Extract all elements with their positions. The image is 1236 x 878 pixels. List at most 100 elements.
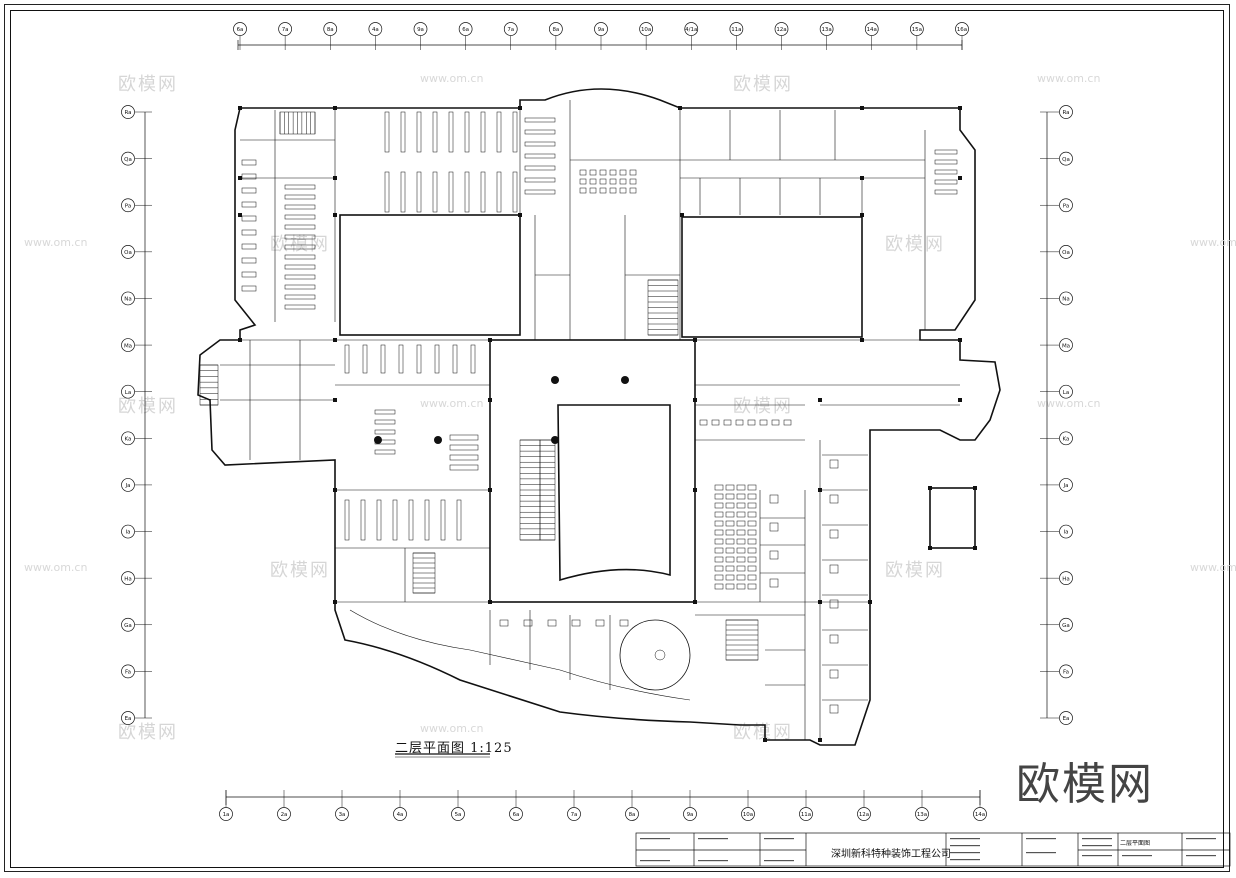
grid-bubble-label: 11a (801, 812, 811, 818)
grid-bubble-label: Qa (124, 157, 132, 163)
watermark-logo: 欧模网 (1016, 759, 1154, 810)
grid-bubble (413, 22, 428, 36)
grid-bubble-label: 8a (327, 27, 334, 33)
grid-bubble (594, 22, 608, 36)
grid-bubble-label: Fa (1063, 670, 1069, 676)
round-courtyard (619, 619, 691, 691)
grid-bubble (915, 807, 929, 821)
grid-bubble (121, 151, 135, 166)
grid-bubble (503, 22, 518, 36)
grid-bubble (121, 105, 135, 119)
grid-bubble (1059, 151, 1073, 166)
grid-bubble (1059, 571, 1073, 586)
grid-bubble (368, 22, 383, 36)
grid-bubble (1059, 617, 1073, 632)
grid-bubble (1059, 711, 1073, 725)
grid-bubble-label: Ia (126, 530, 131, 536)
grid-bubble-label: 13a (917, 812, 927, 818)
watermark-url: www.om.cn (24, 236, 88, 249)
watermark-url: www.om.cn (1190, 236, 1236, 249)
grid-bubble (955, 22, 969, 36)
grid-bubble-label: 16a (957, 27, 967, 33)
watermark-url: www.om.cn (420, 397, 484, 410)
watermark-text: 欧模网 (118, 722, 178, 743)
grid-bubble (864, 22, 879, 36)
grid-bubble (509, 807, 523, 821)
grid-bubble-label: 8a (629, 812, 636, 818)
grid-bubble (741, 807, 755, 821)
grid-bubble-label: 15a (912, 27, 922, 33)
grid-bubble (233, 22, 247, 36)
grid-bubble (910, 22, 924, 36)
grid-bubble-label: Ga (1062, 623, 1070, 629)
grid-bubble-label: Ha (124, 576, 132, 582)
grid-bubble-label: Ja (125, 483, 131, 489)
grid-bubble (1059, 338, 1073, 352)
grid-bubble (121, 571, 135, 586)
title-block-small-text (640, 838, 1216, 862)
grid-bubble (335, 807, 349, 821)
grid-bubble (121, 664, 135, 679)
grid-bubble (393, 807, 407, 821)
watermark-url: www.om.cn (24, 561, 88, 574)
grid-bubble (121, 524, 135, 539)
stair-hatching (199, 111, 759, 661)
interior-partitions (220, 100, 960, 740)
grid-bubble (121, 478, 135, 492)
grid-bubble-label: Ea (125, 716, 132, 722)
grid-bubble-label: Na (1062, 297, 1070, 303)
watermark-text: 欧模网 (885, 234, 945, 255)
grid-bubble (278, 22, 292, 36)
grid-bubble-label: 8a (552, 27, 559, 33)
sheet-inner-frame (10, 10, 1224, 868)
grid-bubble (277, 807, 291, 821)
grid-bubble (121, 244, 135, 259)
watermark-url: www.om.cn (420, 722, 484, 735)
watermark-text: 欧模网 (733, 722, 793, 743)
grid-bubble-label: 3a (339, 812, 346, 818)
watermark-text: 欧模网 (118, 396, 178, 417)
grid-bubble-label: 6a (462, 27, 469, 33)
grid-bubble-label: 1a (223, 812, 230, 818)
grid-bubble (323, 22, 338, 36)
grid-bubble-label: La (125, 390, 131, 396)
sheet-tag: 二层平面图 (1120, 840, 1151, 847)
grid-bubble-label: 11a (731, 27, 741, 33)
grid-bubble (121, 711, 135, 725)
grid-bubble-label: Oa (1062, 250, 1070, 256)
grid-bubble-label: 14a (975, 812, 985, 818)
grid-bubble (1059, 431, 1073, 446)
grid-bubble-label: 13a (821, 27, 831, 33)
grid-bubble (639, 22, 653, 36)
grid-bubble-label: La (1063, 390, 1069, 396)
grid-bubble-label: Fa (125, 670, 131, 676)
grid-bubble-label: Ra (124, 110, 131, 116)
grid-bubble-label: Ja (1063, 483, 1069, 489)
grid-bubble (625, 807, 639, 821)
grid-bubble-label: Ha (1062, 576, 1070, 582)
grid-bubble-label: Ma (1062, 343, 1070, 349)
grid-bubble (121, 291, 135, 306)
grid-bubble-label: Ga (124, 623, 132, 629)
sheet-outer-frame (4, 4, 1230, 872)
grid-bubble-label: 6a (237, 27, 244, 33)
grid-bubble (121, 431, 135, 446)
grid-bubble (1059, 384, 1073, 399)
grid-bubble (1059, 664, 1073, 679)
drawing-title: 二层平面图 1:125 (395, 741, 513, 756)
building-walls (197, 88, 1001, 746)
grid-bubble-label: 7a (571, 812, 578, 818)
watermark-url: www.om.cn (1190, 561, 1236, 574)
grid-bubble (683, 807, 697, 821)
structural-columns (238, 106, 977, 742)
grid-bubble-label: Ia (1064, 530, 1069, 536)
grid-bubble-label: Ka (125, 437, 132, 443)
furniture-blocks (241, 111, 958, 714)
grid-bubble-label: 5a (455, 812, 462, 818)
grid-bubble (684, 22, 699, 36)
grid-bubble-label: Ra (1062, 110, 1069, 116)
grid-bubble (729, 22, 744, 36)
